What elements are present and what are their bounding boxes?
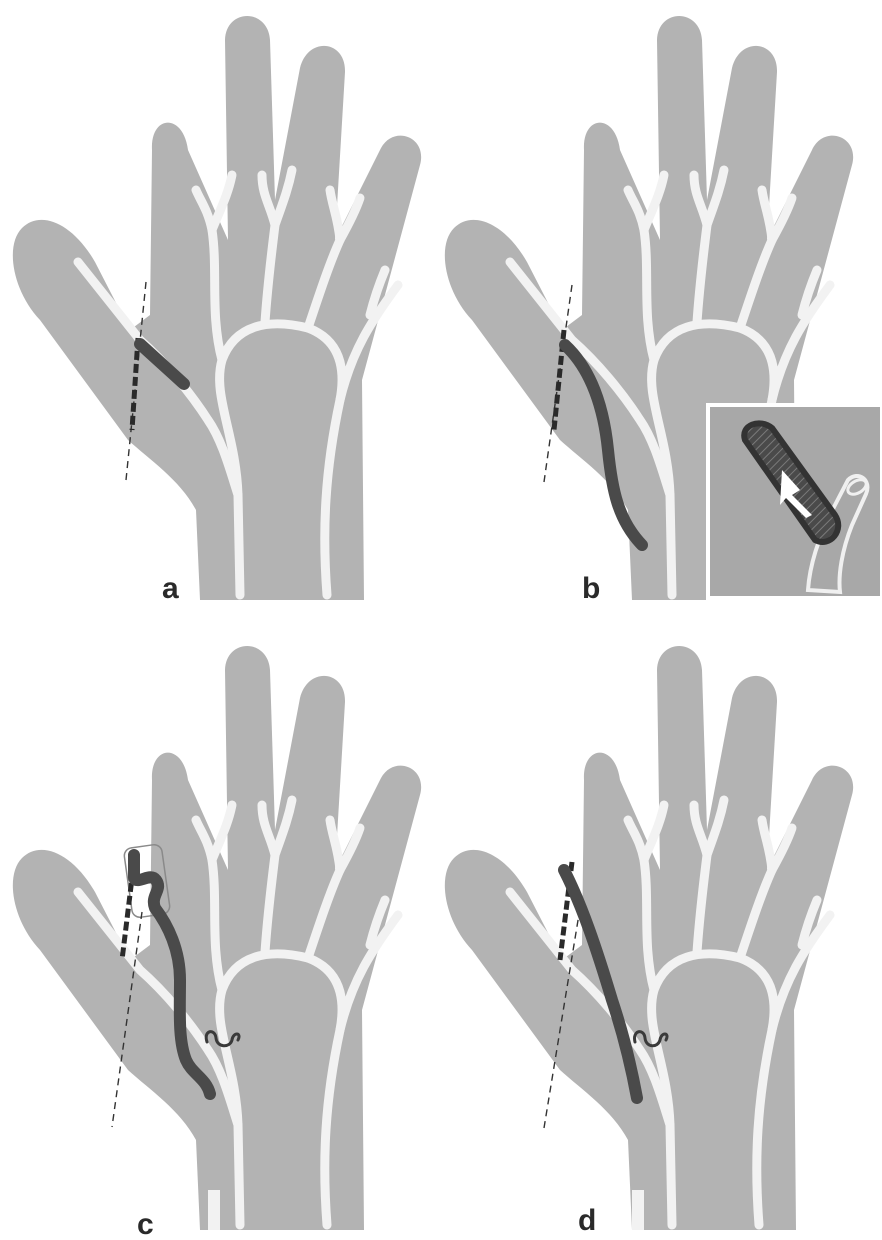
- vessel-stump: [208, 1190, 220, 1230]
- inset-detail: [708, 405, 882, 598]
- panel-label-a: a: [162, 572, 179, 605]
- panel-label-d: d: [578, 1204, 596, 1237]
- vessel-stump: [632, 1190, 644, 1230]
- panel-label-c: c: [137, 1208, 154, 1240]
- panel-label-b: b: [582, 572, 600, 605]
- panel-d: [445, 646, 853, 1230]
- panel-c: [13, 646, 421, 1230]
- panel-a: [13, 16, 421, 600]
